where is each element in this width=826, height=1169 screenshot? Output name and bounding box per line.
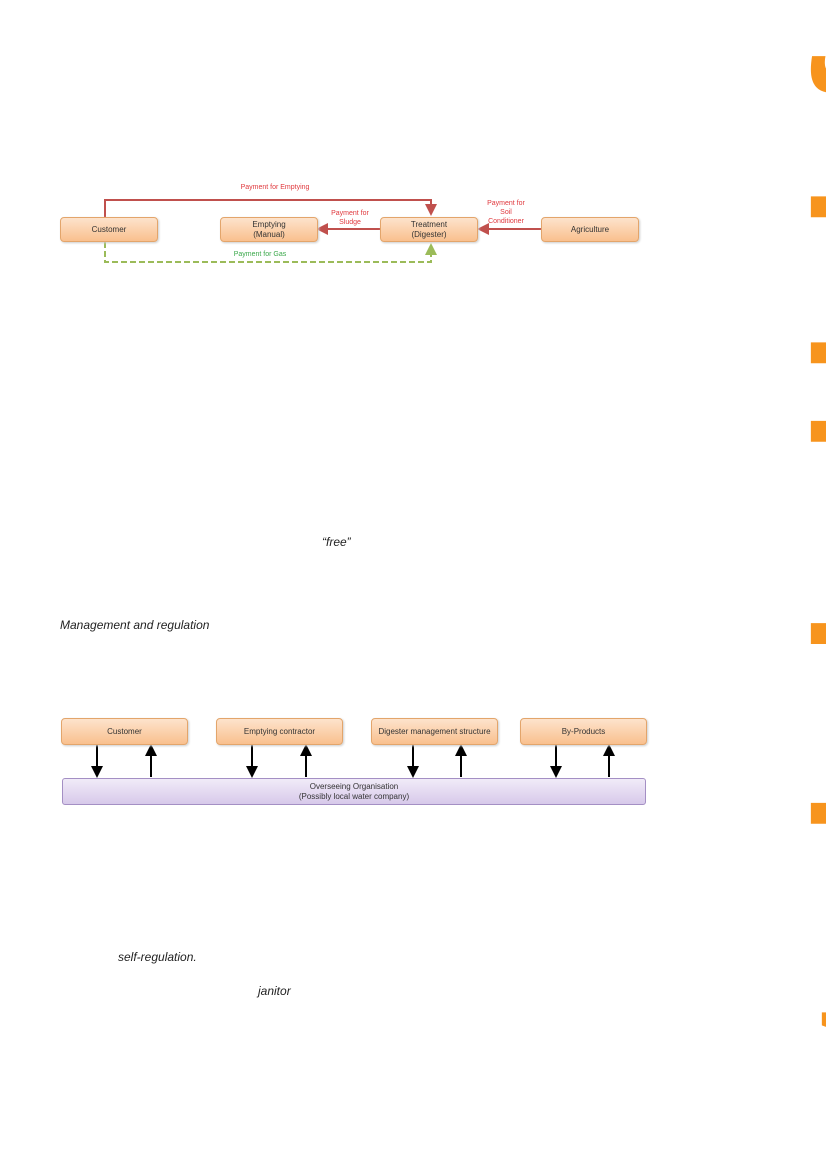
payment-gas-label: Payment for Gas (233, 251, 287, 258)
by-products-label: By-Products (561, 726, 606, 736)
agriculture-label: Agriculture (570, 224, 610, 234)
arrow-payment-gas (104, 242, 437, 263)
self-regulation-text: self-regulation. (118, 950, 197, 964)
org-subtitle: (Possibly local water company) (298, 791, 410, 801)
payment-soil-line1: Payment for (487, 200, 525, 207)
digester-management-box: Digester management structure (371, 718, 498, 745)
treatment-sublabel: (Digester) (411, 229, 447, 239)
payment-emptying-label: Payment for Emptying (240, 184, 310, 191)
customer-role-box: Customer (61, 718, 188, 745)
arrow-payment-emptying (104, 199, 437, 217)
emptying-contractor-label: Emptying contractor (243, 726, 316, 736)
regulation-arrows (91, 744, 615, 778)
customer-label: Customer (91, 224, 127, 234)
section-heading-management: Management and regulation (60, 618, 210, 632)
free-text: “free” (322, 535, 351, 549)
by-products-box: By-Products (520, 718, 647, 745)
customer-role-label: Customer (107, 726, 142, 736)
payment-sludge-line2: Sludge (339, 219, 361, 227)
emptying-label: Emptying (252, 219, 286, 229)
emptying-box: Emptying(Manual) (220, 217, 318, 242)
digester-management-label: Digester management structure (378, 726, 491, 736)
treatment-label: Treatment (410, 219, 448, 229)
emptying-contractor-box: Emptying contractor (216, 718, 343, 745)
technical-brief-logo: technical brief (784, 59, 826, 1045)
payment-soil-line3: Conditioner (488, 218, 524, 226)
payment-soil-line2: Soil (500, 209, 512, 217)
payment-sludge-line1: Payment for (331, 210, 369, 217)
customer-box: Customer (60, 217, 158, 242)
payment-flow-arrows (104, 199, 541, 263)
janitor-text: janitor (258, 984, 291, 998)
emptying-sublabel: (Manual) (253, 229, 285, 239)
agriculture-box: Agriculture (541, 217, 639, 242)
treatment-box: Treatment(Digester) (380, 217, 478, 242)
org-title: Overseeing Organisation (309, 781, 399, 791)
overseeing-organisation-box: Overseeing Organisation(Possibly local w… (62, 778, 646, 805)
